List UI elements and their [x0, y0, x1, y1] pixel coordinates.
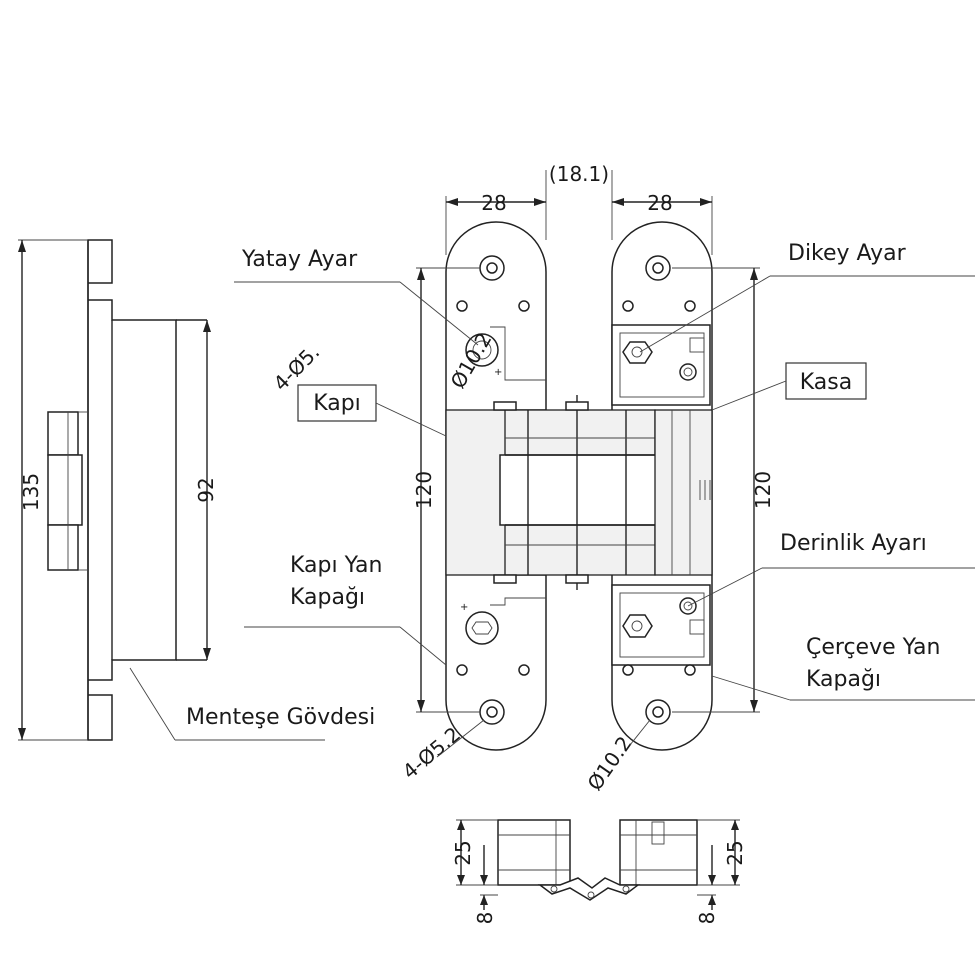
label-dikey-ayar: Dikey Ayar: [788, 241, 907, 266]
label-kapi-yan-kapagi-2: Kapağı: [290, 585, 365, 610]
bottom-right-25: 25: [723, 840, 747, 865]
label-derinlik-ayari: Derinlik Ayarı: [780, 531, 927, 556]
right-body-block: [654, 409, 713, 576]
svg-text:+: +: [494, 367, 502, 378]
center-link-upper: [499, 454, 657, 526]
side-view-body: [87, 239, 177, 741]
dim-right-28: 28: [647, 191, 672, 215]
depth-adjust-screw-icon: [622, 614, 653, 638]
bottom-right-8: 8: [695, 912, 719, 925]
label-mentese-govdesi: Menteşe Gövdesi: [186, 705, 375, 730]
dim-hole-bottom-right: Ø10.2: [582, 732, 636, 795]
bottom-view: 25 8 25 8: [451, 819, 747, 925]
vertical-adjust-housing: [611, 324, 711, 406]
label-cerceve-yan-kapagi-2: Kapağı: [806, 667, 881, 692]
hole-small-tl2: [518, 300, 530, 312]
hole-small-bl2: [518, 664, 530, 676]
vertical-adjust-pin-icon: [679, 363, 697, 381]
labels: Yatay Ayar Dikey Ayar Kapı Kasa Derinlik…: [129, 241, 975, 741]
side-view: 135 92: [18, 239, 218, 741]
side-knuckle-top: [47, 411, 79, 456]
dim-left-28: 28: [481, 191, 506, 215]
side-knuckle-bottom: [47, 524, 79, 571]
door-cover-screw-icon: [465, 611, 499, 645]
dim-left-120: 120: [412, 471, 436, 509]
label-cerceve-yan-kapagi-1: Çerçeve Yan: [806, 635, 940, 660]
label-kapi-yan-kapagi-1: Kapı Yan: [290, 553, 382, 578]
side-inner-92: 92: [194, 477, 218, 502]
svg-text:+: +: [460, 602, 468, 613]
side-knuckle-middle: [47, 454, 83, 526]
left-body-block: [445, 409, 507, 576]
bottom-left-25: 25: [451, 840, 475, 865]
side-height-135: 135: [19, 473, 43, 511]
hole-small-tl1: [456, 300, 468, 312]
bottom-link-arm: [537, 877, 641, 901]
label-kapi: Kapı: [313, 391, 361, 416]
dim-right-120: 120: [751, 471, 775, 509]
bottom-left-8: 8: [473, 912, 497, 925]
vertical-adjust-screw-icon: [622, 341, 653, 364]
bottom-right-block: [619, 819, 698, 886]
label-kasa: Kasa: [800, 370, 852, 395]
hole-small-bl1: [456, 664, 468, 676]
dim-center-18-1: (18.1): [549, 162, 609, 186]
label-yatay-ayar: Yatay Ayar: [241, 247, 358, 272]
bottom-left-block: [497, 819, 571, 886]
dim-hole-bottom-left: 4-Ø5.2: [398, 722, 465, 784]
